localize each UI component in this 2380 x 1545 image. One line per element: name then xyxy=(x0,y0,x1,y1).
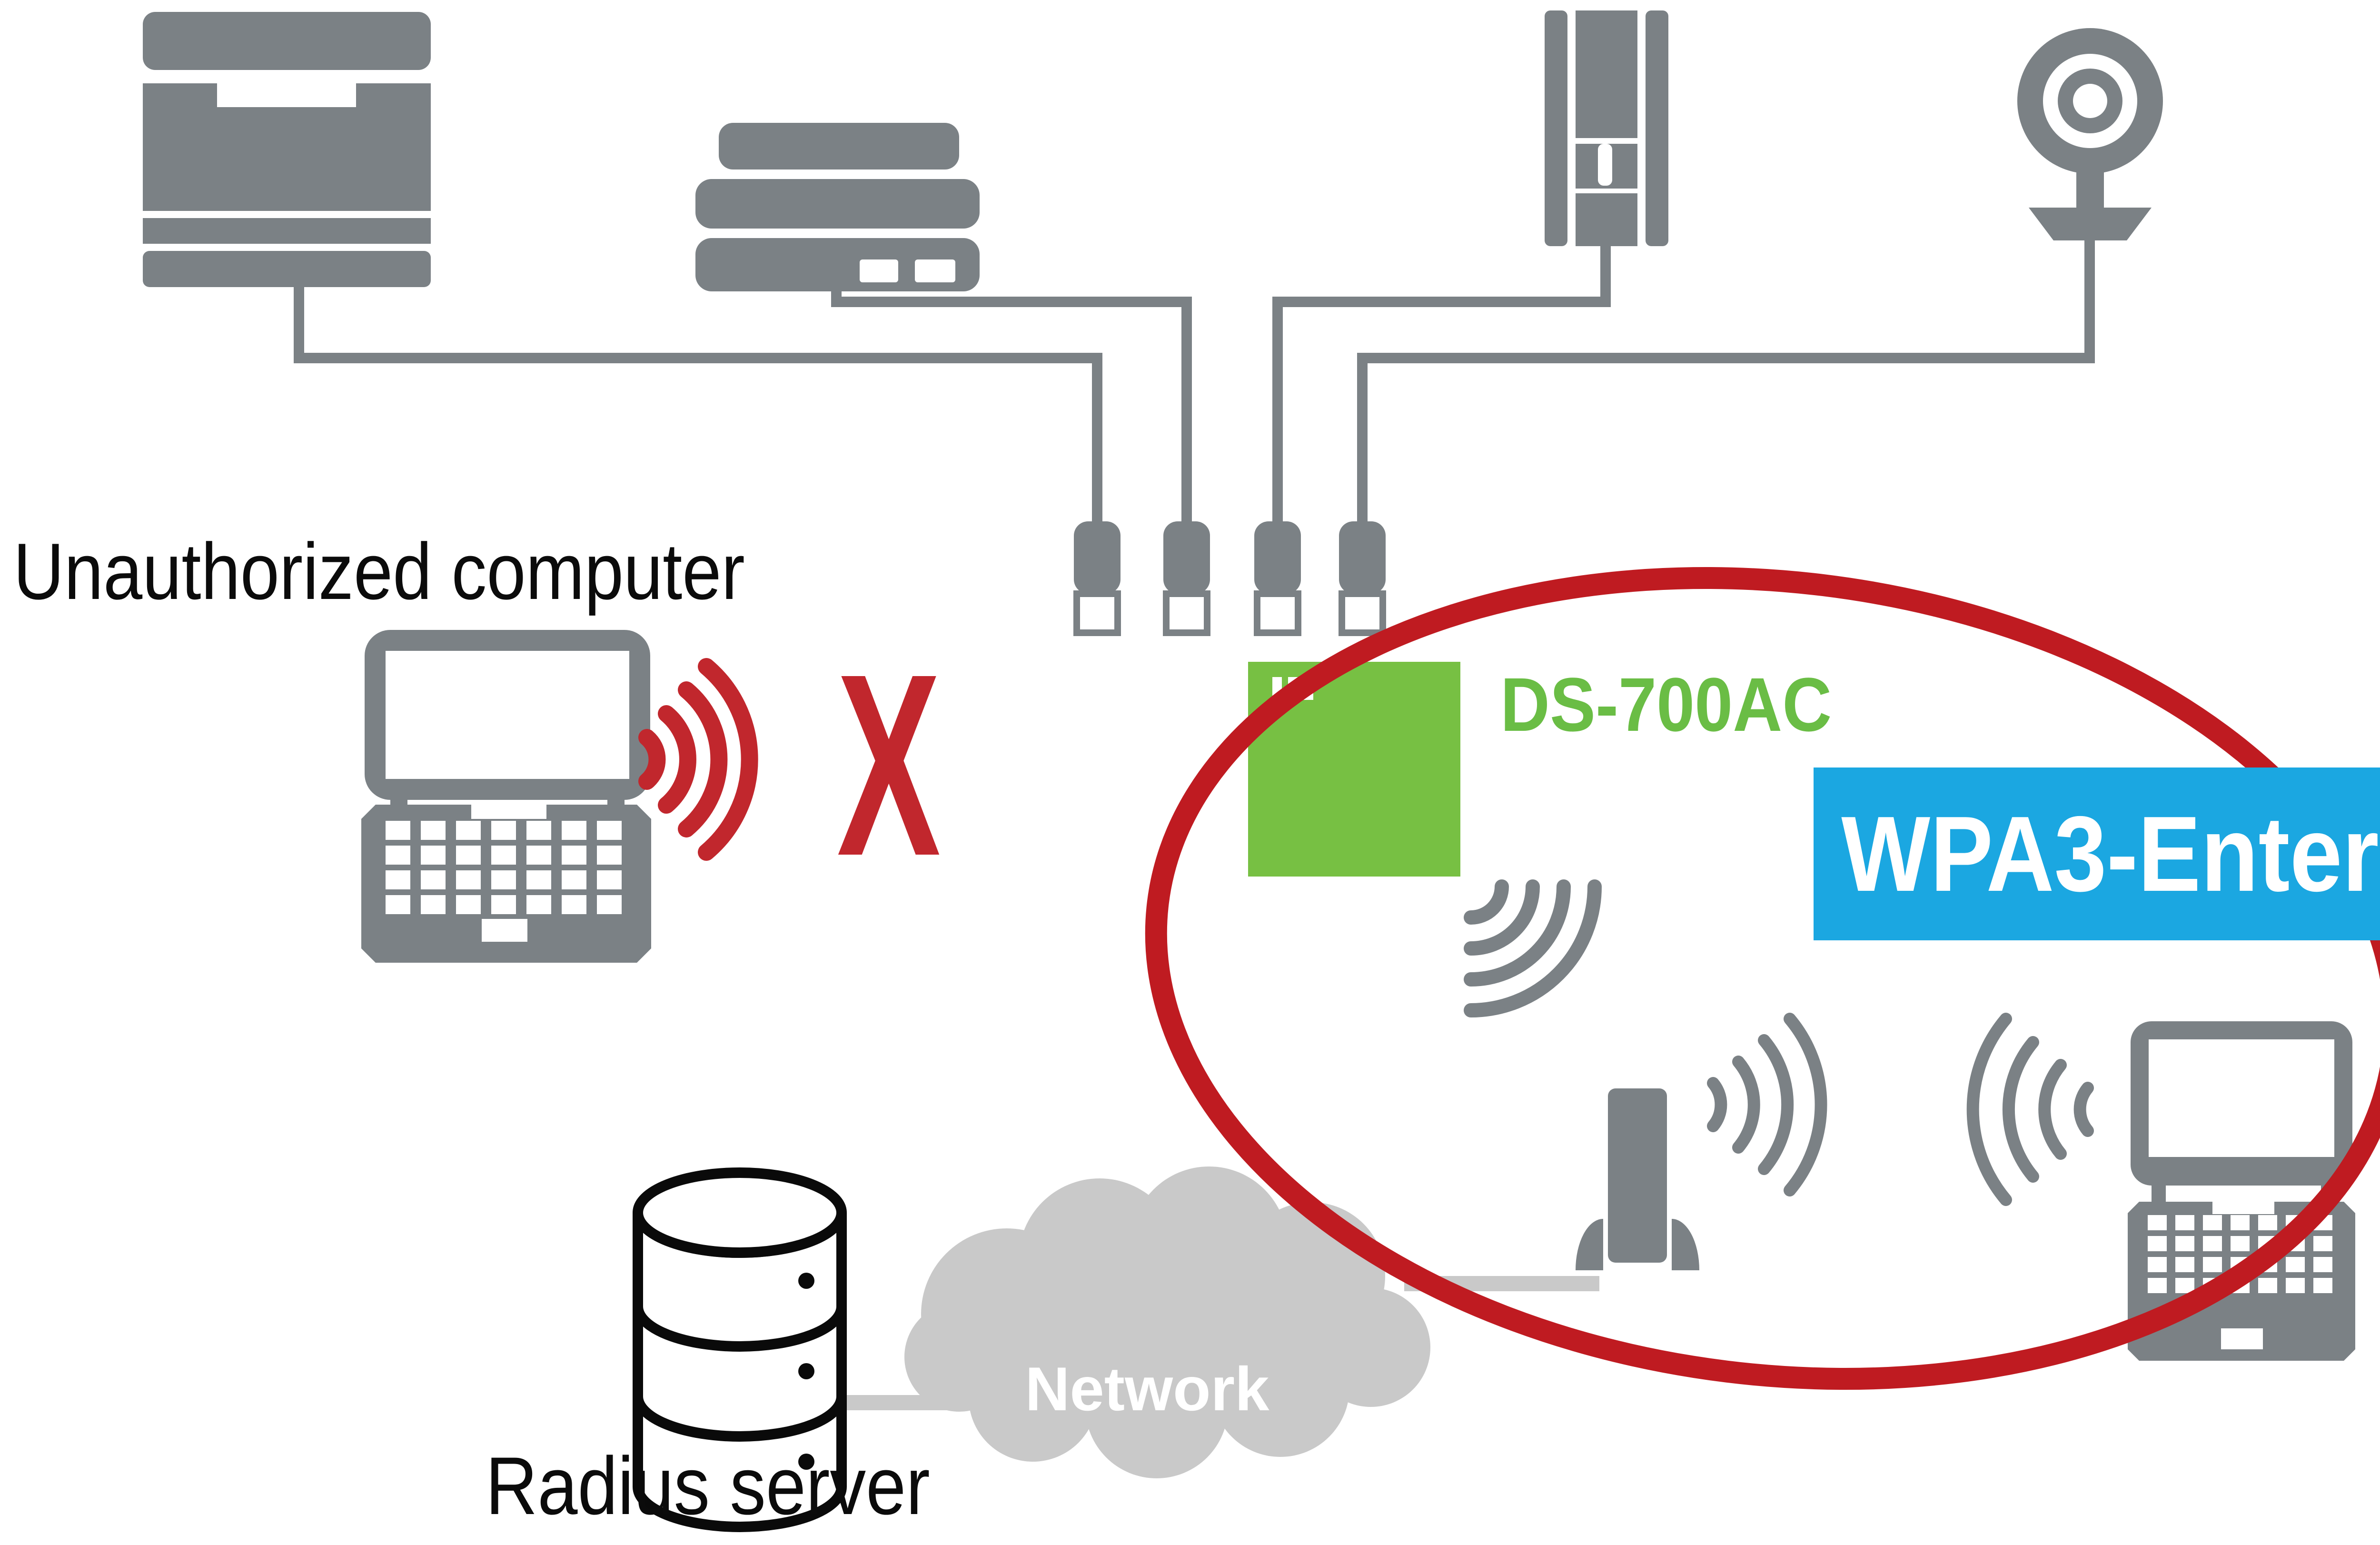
cloud-icon xyxy=(838,1166,1599,1478)
blocked-x-mark: X xyxy=(837,620,941,910)
database-icon xyxy=(633,1167,847,1532)
unauthorized-laptop-icon xyxy=(361,630,651,963)
usb-cable-pc-tower xyxy=(1272,240,1611,528)
laptop-wifi-signal-icon xyxy=(1966,1013,2094,1206)
security-banner-label: WPA3-Enterprise xyxy=(1841,794,2380,914)
server-wifi-signal-icon xyxy=(1464,879,1602,1017)
adapter-wifi-signal-icon xyxy=(1707,1013,1827,1196)
blocked-wifi-signal-icon xyxy=(638,658,758,861)
network-cloud-label: Network xyxy=(1025,1354,1269,1424)
usb-plug-3 xyxy=(1254,521,1301,636)
usb-plug-2 xyxy=(1163,521,1210,636)
radius-server-label: Radius server xyxy=(486,1440,930,1532)
printer-icon xyxy=(143,12,431,287)
unauthorized-computer-label: Unauthorized computer xyxy=(13,527,745,616)
media-player-icon xyxy=(695,123,980,291)
secure-zone-ellipse xyxy=(1145,567,2380,1390)
webcam-icon xyxy=(2017,28,2163,240)
usb-cable-webcam xyxy=(1357,236,2095,528)
usb-cable-media-player xyxy=(831,286,1192,528)
device-model-label: DS-700AC xyxy=(1500,662,1832,747)
usb-plug-1 xyxy=(1073,521,1121,636)
wireless-adapter-icon xyxy=(1576,1088,1699,1270)
pc-tower-icon xyxy=(1545,10,1668,246)
laptop-keyboard-keys xyxy=(386,821,622,914)
usb-cable-printer xyxy=(294,281,1102,528)
usb-plug-4 xyxy=(1339,521,1386,636)
security-banner: WPA3-Enterprise xyxy=(1814,768,2380,940)
